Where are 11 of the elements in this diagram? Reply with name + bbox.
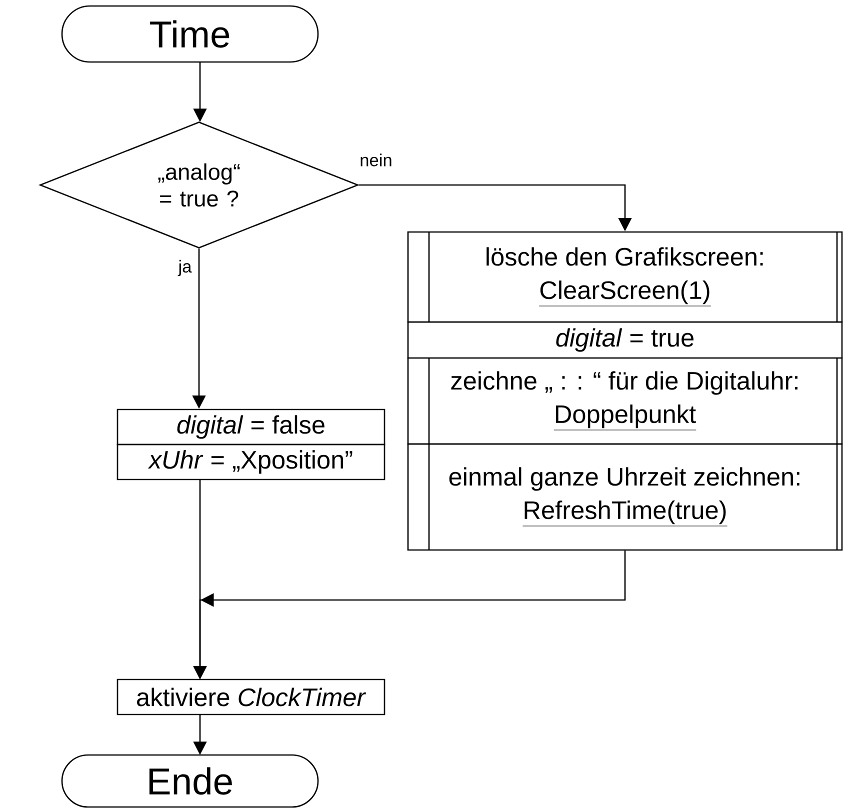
process-box: digital = true <box>407 321 843 359</box>
edge-label: ja <box>176 258 194 278</box>
subroutine-box: zeichne „ : : “ für die Digitaluhr: Doppelpunkt <box>407 357 843 445</box>
terminal-box: Time <box>61 5 319 63</box>
subroutine-box: einmal ganze Uhrzeit zeichnen: RefreshTime(true) <box>407 443 843 551</box>
process-box: xUhr = „Xposition” <box>116 444 386 480</box>
terminal-box: Ende <box>61 754 319 808</box>
process-box: aktiviere ClockTimer <box>116 678 386 716</box>
process-box: digital = false <box>116 408 386 446</box>
subroutine-box: lösche den Grafikscreen: ClearScreen(1) <box>407 231 843 323</box>
edge-label: nein <box>358 152 394 168</box>
